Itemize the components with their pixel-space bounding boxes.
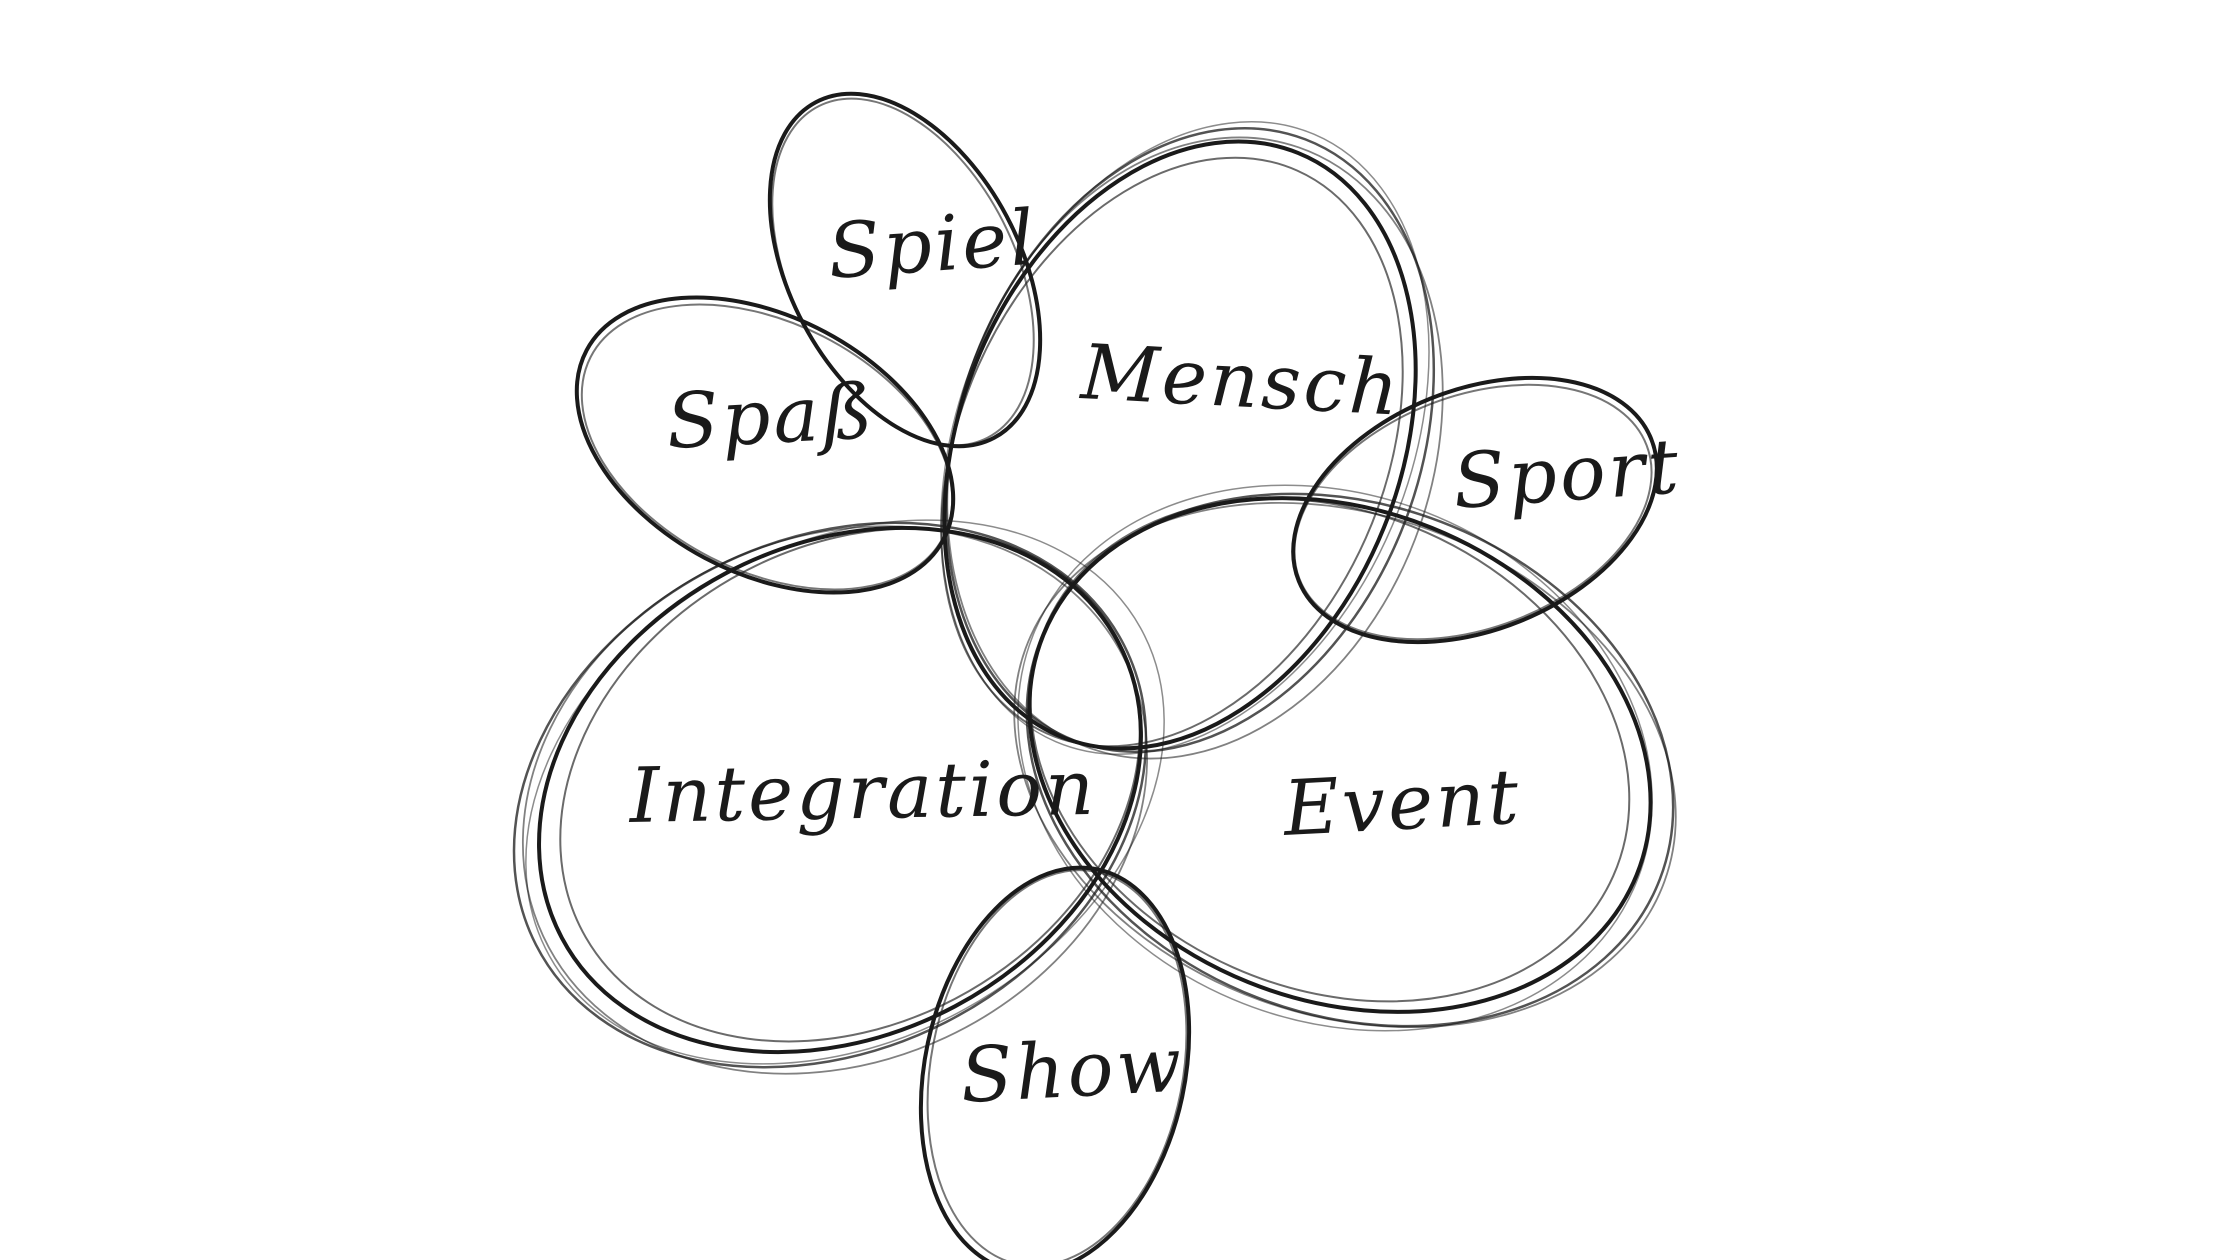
node-label-spass: Spaß: [664, 366, 877, 466]
node-label-spiel: Spiel: [825, 193, 1040, 296]
node-label-mensch: Mensch: [1077, 327, 1403, 433]
node-label-sport: Sport: [1450, 421, 1684, 526]
node-label-show: Show: [958, 1019, 1186, 1120]
ellipse-event: [1013, 484, 1677, 1032]
ellipse-integration: [512, 519, 1165, 1075]
ellipse-mensch: [940, 121, 1444, 760]
node-label-event: Event: [1279, 752, 1523, 853]
node-label-integration: Integration: [627, 743, 1098, 840]
